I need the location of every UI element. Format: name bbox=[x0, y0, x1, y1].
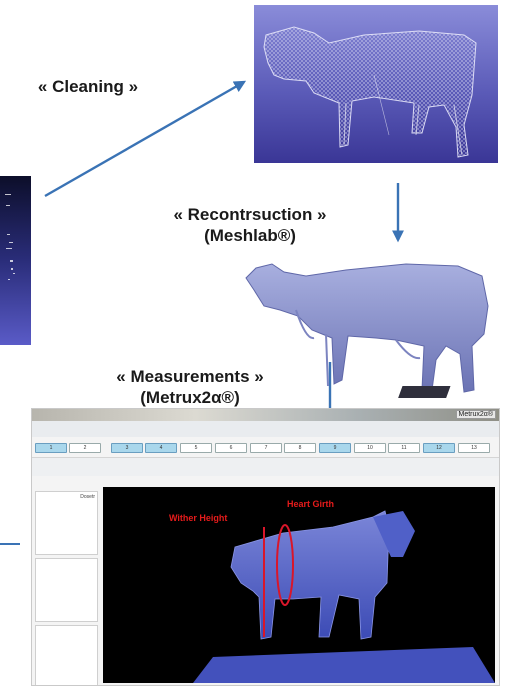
reconstruction-software: (Meshlab®) bbox=[204, 226, 296, 245]
cleaned-point-cloud-panel bbox=[254, 5, 498, 163]
toolbar-button-13[interactable]: 13 bbox=[458, 443, 490, 453]
toolbar-button-11[interactable]: 11 bbox=[388, 443, 420, 453]
toolbar-button-6[interactable]: 6 bbox=[215, 443, 247, 453]
menu-strip bbox=[32, 421, 499, 437]
measurements-title: « Measurements » bbox=[116, 367, 264, 386]
thumbnail-3[interactable] bbox=[35, 625, 98, 685]
thumbnail-label: Dosetr bbox=[80, 494, 95, 500]
wireframe-cow bbox=[263, 26, 477, 158]
reconstructed-cow-model bbox=[245, 263, 489, 398]
arrow-to-cleaning-icon bbox=[44, 80, 247, 198]
toolbar-button-10[interactable]: 10 bbox=[354, 443, 386, 453]
3d-viewport[interactable]: Wither Height Heart Girth bbox=[103, 487, 495, 683]
toolbar-button-12[interactable]: 12 bbox=[423, 443, 455, 453]
window-title-bar: Metrux2α® bbox=[32, 409, 499, 421]
measurements-software: (Metrux2α®) bbox=[140, 388, 240, 407]
thumbnail-1[interactable]: Dosetr bbox=[35, 491, 98, 555]
toolbar-button-9[interactable]: 9 bbox=[319, 443, 351, 453]
reconstruction-label: « Recontrsuction » (Meshlab®) bbox=[130, 204, 370, 246]
toolbar-button-3[interactable]: 3 bbox=[111, 443, 143, 453]
toolbar-button-1[interactable]: 1 bbox=[35, 443, 67, 453]
window-title: Metrux2α® bbox=[455, 410, 496, 419]
measurements-label: « Measurements » (Metrux2α®) bbox=[80, 366, 300, 408]
toolbar-button-8[interactable]: 8 bbox=[284, 443, 316, 453]
toolbar-button-4[interactable]: 4 bbox=[145, 443, 177, 453]
heart-girth-annotation: Heart Girth bbox=[287, 499, 335, 509]
wither-height-annotation: Wither Height bbox=[169, 513, 228, 523]
metrux-software-window: Metrux2α® 1 2 3 4 5 6 7 8 9 10 11 12 13 … bbox=[31, 408, 500, 686]
secondary-toolbar bbox=[32, 457, 499, 476]
raw-scan-points bbox=[5, 194, 15, 280]
toolbar-button-7[interactable]: 7 bbox=[250, 443, 282, 453]
toolbar-button-2[interactable]: 2 bbox=[69, 443, 101, 453]
reconstruction-title: « Recontrsuction » bbox=[173, 205, 327, 224]
measured-cow-scan bbox=[193, 510, 495, 683]
raw-scan-panel bbox=[0, 176, 31, 345]
cleaning-label: « Cleaning » bbox=[37, 77, 139, 96]
thumbnail-2[interactable] bbox=[35, 558, 98, 622]
toolbar-button-5[interactable]: 5 bbox=[180, 443, 212, 453]
